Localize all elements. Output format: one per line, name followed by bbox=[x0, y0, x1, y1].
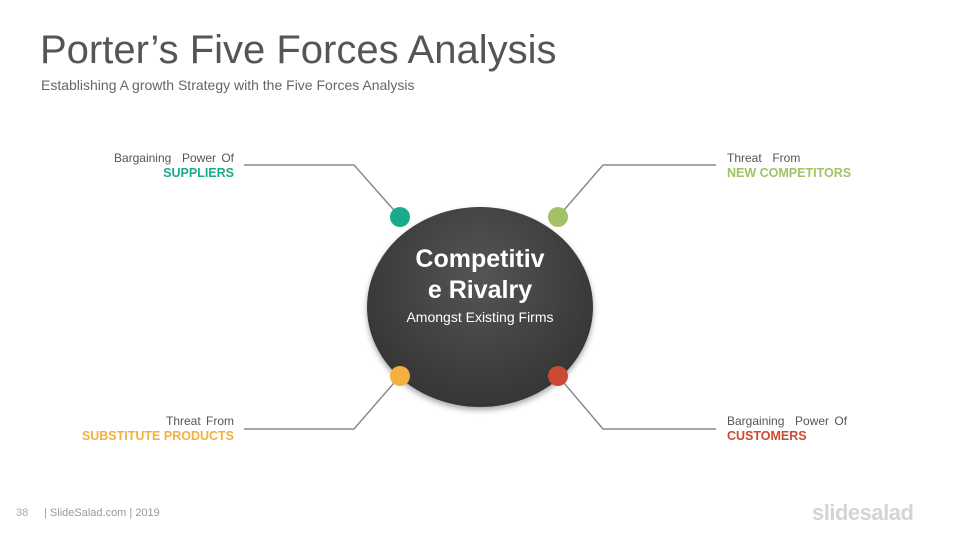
new-competitors-dot bbox=[548, 207, 568, 227]
footer-credit: | SlideSalad.com | 2019 bbox=[44, 507, 160, 519]
connector-customers bbox=[557, 375, 716, 430]
center-subtitle: Amongst Existing Firms bbox=[406, 309, 554, 325]
connector-substitutes bbox=[244, 375, 401, 430]
new-competitors-label: NEW COMPETITORS bbox=[727, 166, 852, 180]
connector-new-competitors bbox=[557, 164, 716, 218]
page-number: 38 bbox=[16, 507, 29, 519]
suppliers-label: SUPPLIERS bbox=[163, 166, 234, 180]
center-title: Competitive Rivalry bbox=[415, 245, 545, 304]
connector-suppliers bbox=[244, 164, 401, 218]
brand-logo: slidesalad bbox=[812, 500, 914, 525]
suppliers-dot bbox=[390, 207, 410, 227]
substitutes-prefix: Threat From bbox=[165, 414, 234, 428]
customers-prefix: Bargaining Power Of bbox=[727, 414, 848, 428]
slide-title: Porter’s Five Forces Analysis bbox=[40, 28, 557, 72]
substitutes-dot bbox=[390, 366, 410, 386]
slide-subtitle: Establishing A growth Strategy with the … bbox=[41, 77, 415, 93]
customers-dot bbox=[548, 366, 568, 386]
substitutes-label: SUBSTITUTE PRODUCTS bbox=[81, 429, 234, 443]
new-competitors-prefix: Threat From bbox=[727, 151, 801, 165]
customers-label: CUSTOMERS bbox=[727, 429, 807, 443]
suppliers-prefix: Bargaining Power Of bbox=[113, 151, 234, 165]
